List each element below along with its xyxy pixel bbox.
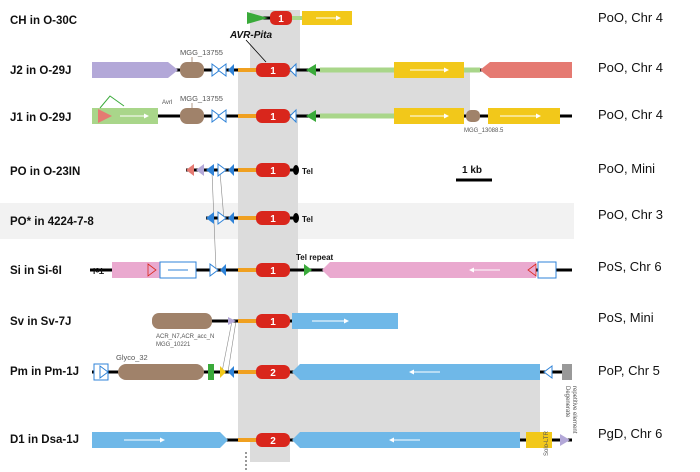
row-label-j2: J2 in O-29J <box>10 65 71 77</box>
lineage-po-star: PoO, Chr 3 <box>598 207 663 222</box>
avr-pita-gene-j1: 1 <box>256 109 290 123</box>
row-label-sv: Sv in Sv-7J <box>10 316 71 328</box>
svg-text:1: 1 <box>270 266 276 277</box>
tel-label-po: Tel <box>302 167 313 176</box>
track-po: 1 Tel 1 kb <box>186 163 492 182</box>
avr-pita-gene-po: 1 <box>256 163 290 177</box>
synteny-shading <box>211 10 540 462</box>
lineage-sv: PoS, Mini <box>598 310 654 325</box>
track-pm: Glyco_32 2 Degenerate repetitive element <box>92 353 577 434</box>
solo-ltr-label: Solo-LTR <box>544 430 550 456</box>
row-label-po: PO in O-23IN <box>10 166 80 178</box>
track-j2: MGG_13755 1 <box>92 48 572 78</box>
mgg-13755-label-j1: MGG_13755 <box>180 94 223 103</box>
svg-text:1: 1 <box>270 317 276 328</box>
svg-text:1: 1 <box>270 112 276 123</box>
repetitive-label: repetitive element <box>571 386 577 434</box>
lineage-d1: PgD, Chr 6 <box>598 426 662 441</box>
track-sv: MGG_10221 ACR_N7,ACR_acc_N 1 <box>152 313 398 348</box>
avr-pita-gene-po-star: 1 <box>256 211 290 225</box>
tel-label-si: Tel <box>93 266 104 275</box>
row-label-j1: J1 in O-29J <box>10 112 71 124</box>
svg-text:1: 1 <box>270 66 276 77</box>
avr-pita-gene-sv: 1 <box>256 314 290 328</box>
lineage-po: PoO, Mini <box>598 161 655 176</box>
track-d1: 2 Solo-LTR <box>92 430 572 470</box>
row-labels: CH in O-30C J2 in O-29J J1 in O-29J PO i… <box>10 15 94 446</box>
track-po-star: 1 Tel <box>206 211 313 225</box>
mgg-13088-label: MGG_13088.5 <box>464 128 504 134</box>
row-label-si: Si in Si-6I <box>10 265 62 277</box>
track-j1: AvrI MGG_13755 1 MGG_13088.5 <box>92 94 572 134</box>
tel-label-po-star: Tel <box>302 215 313 224</box>
mgg-10221-label: MGG_10221 <box>156 342 191 348</box>
lineage-labels: PoO, Chr 4 PoO, Chr 4 PoO, Chr 4 PoO, Mi… <box>598 10 663 441</box>
row-label-po-star: PO* in 4224-7-8 <box>10 216 94 228</box>
avr-pita-gene-pm: 2 <box>256 365 290 379</box>
avr-pita-gene-si: 1 <box>256 263 290 277</box>
tel-repeat-label: Tel repeat <box>296 253 334 262</box>
avr-pita-gene-d1: 2 <box>256 433 290 447</box>
lineage-j2: PoO, Chr 4 <box>598 60 663 75</box>
lineage-j1: PoO, Chr 4 <box>598 107 663 122</box>
avr-pita-gene-j2: 1 <box>256 63 290 77</box>
avr-pita-label: AVR-Pita <box>229 30 272 41</box>
avrl-label: AvrI <box>162 100 173 106</box>
row-label-ch: CH in O-30C <box>10 15 77 27</box>
lineage-ch: PoO, Chr 4 <box>598 10 663 25</box>
mgg-13755-label-j2: MGG_13755 <box>180 48 223 57</box>
row-label-pm: Pm in Pm-1J <box>10 366 79 378</box>
lineage-si: PoS, Chr 6 <box>598 259 662 274</box>
mgg-10221-sub: ACR_N7,ACR_acc_N <box>156 334 214 340</box>
scale-bar-label: 1 kb <box>462 165 482 176</box>
glyco-label: Glyco_32 <box>116 353 148 362</box>
svg-text:1: 1 <box>278 14 284 25</box>
svg-text:2: 2 <box>270 436 276 447</box>
degenerate-label: Degenerate <box>564 386 570 418</box>
lineage-pm: PoP, Chr 5 <box>598 363 660 378</box>
svg-text:1: 1 <box>270 214 276 225</box>
svg-text:1: 1 <box>270 166 276 177</box>
row-label-d1: D1 in Dsa-1J <box>10 434 79 446</box>
svg-text:2: 2 <box>270 368 276 379</box>
avr-pita-gene-ch: 1 <box>270 11 292 25</box>
track-si: Tel 1 Tel repeat <box>90 253 572 279</box>
track-ch: 1 AVR-Pita <box>229 11 352 63</box>
